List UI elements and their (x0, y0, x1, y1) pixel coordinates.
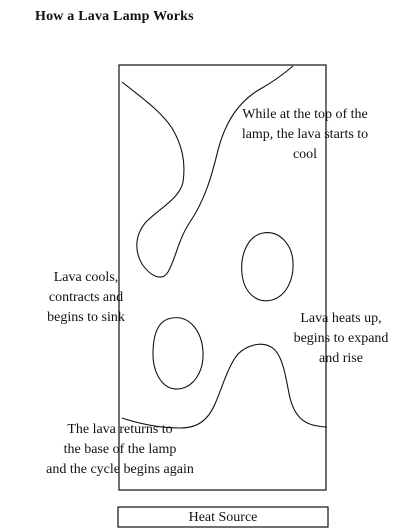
lava-upper-stream (122, 66, 293, 277)
lava-blob-rising (242, 233, 293, 301)
lava-blob-sinking (153, 318, 203, 389)
heat-source-label: Heat Source (118, 510, 328, 526)
